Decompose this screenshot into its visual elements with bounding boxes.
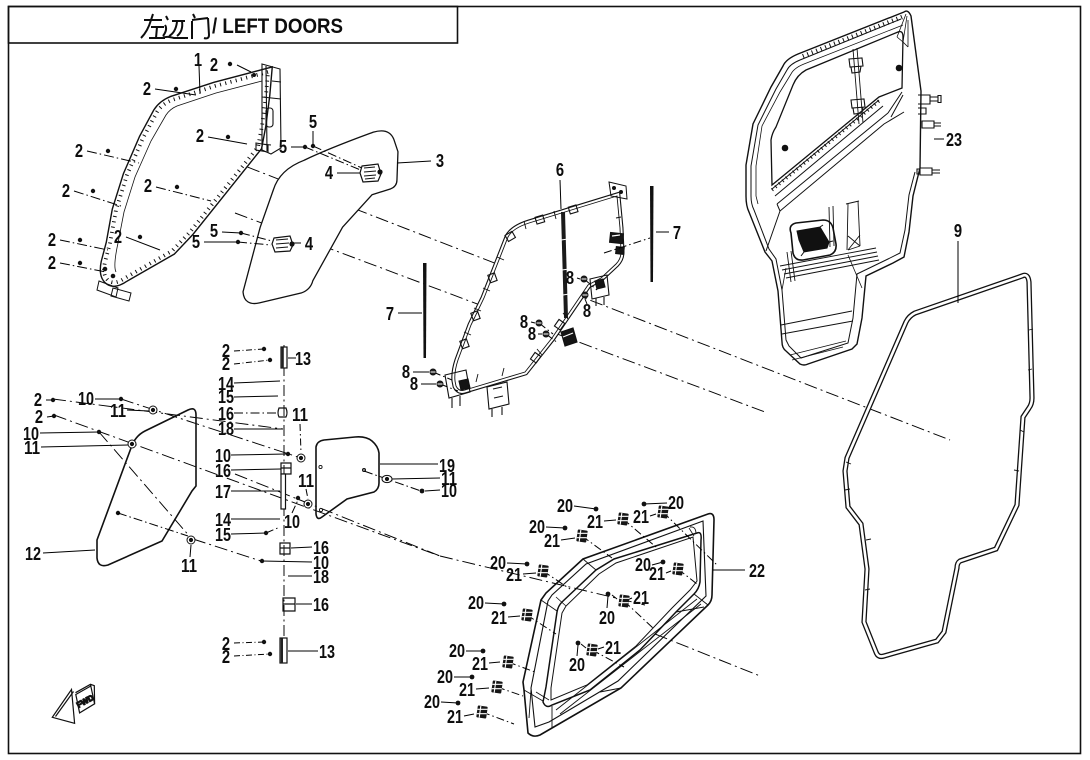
svg-text:10: 10	[23, 424, 39, 444]
svg-text:22: 22	[749, 561, 765, 581]
svg-text:21: 21	[472, 654, 488, 674]
svg-text:5: 5	[210, 221, 218, 241]
svg-text:13: 13	[319, 642, 335, 662]
svg-text:2: 2	[48, 230, 56, 250]
svg-text:5: 5	[279, 137, 287, 157]
svg-text:2: 2	[35, 407, 43, 427]
svg-text:20: 20	[449, 641, 465, 661]
svg-text:19: 19	[439, 456, 455, 476]
svg-text:2: 2	[222, 354, 230, 374]
svg-text:1: 1	[194, 50, 202, 70]
svg-text:2: 2	[222, 341, 230, 361]
svg-text:18: 18	[313, 567, 329, 587]
svg-text:2: 2	[144, 176, 152, 196]
svg-text:21: 21	[491, 608, 507, 628]
svg-text:20: 20	[668, 493, 684, 513]
svg-text:14: 14	[218, 374, 234, 394]
svg-text:21: 21	[506, 565, 522, 585]
svg-text:9: 9	[954, 221, 962, 241]
svg-text:11: 11	[181, 556, 197, 576]
svg-text:23: 23	[946, 130, 962, 150]
svg-text:16: 16	[215, 461, 231, 481]
svg-text:7: 7	[386, 304, 394, 324]
svg-text:8: 8	[520, 312, 528, 332]
svg-text:21: 21	[587, 512, 603, 532]
svg-text:2: 2	[75, 141, 83, 161]
svg-text:15: 15	[218, 387, 234, 407]
svg-text:2: 2	[210, 55, 218, 75]
svg-text:5: 5	[309, 112, 317, 132]
svg-text:2: 2	[34, 390, 42, 410]
svg-text:3: 3	[436, 151, 444, 171]
svg-text:21: 21	[649, 564, 665, 584]
svg-text:12: 12	[25, 544, 41, 564]
svg-text:18: 18	[218, 419, 234, 439]
svg-text:20: 20	[424, 692, 440, 712]
svg-text:4: 4	[305, 234, 313, 254]
svg-text:16: 16	[313, 538, 329, 558]
svg-text:11: 11	[292, 405, 308, 425]
svg-text:8: 8	[402, 362, 410, 382]
svg-text:16: 16	[218, 404, 234, 424]
svg-text:20: 20	[437, 667, 453, 687]
svg-text:6: 6	[556, 160, 564, 180]
svg-text:20: 20	[468, 593, 484, 613]
svg-text:7: 7	[673, 223, 681, 243]
svg-text:20: 20	[635, 555, 651, 575]
svg-text:2: 2	[222, 647, 230, 667]
svg-text:8: 8	[566, 268, 574, 288]
svg-text:11: 11	[441, 469, 457, 489]
svg-text:5: 5	[192, 232, 200, 252]
svg-text:11: 11	[24, 438, 40, 458]
svg-text:2: 2	[114, 227, 122, 247]
svg-text:10: 10	[215, 446, 231, 466]
svg-text:21: 21	[459, 680, 475, 700]
svg-text:21: 21	[633, 507, 649, 527]
svg-text:11: 11	[110, 401, 126, 421]
svg-text:8: 8	[410, 374, 418, 394]
svg-text:21: 21	[447, 707, 463, 727]
svg-text:8: 8	[583, 301, 591, 321]
svg-text:4: 4	[325, 163, 333, 183]
svg-text:2: 2	[222, 634, 230, 654]
svg-text:20: 20	[557, 496, 573, 516]
svg-text:2: 2	[143, 79, 151, 99]
svg-text:17: 17	[215, 482, 231, 502]
svg-text:11: 11	[298, 471, 314, 491]
svg-text:10: 10	[284, 512, 300, 532]
svg-text:20: 20	[599, 608, 615, 628]
svg-text:21: 21	[633, 588, 649, 608]
svg-text:14: 14	[215, 510, 231, 530]
svg-text:16: 16	[313, 595, 329, 615]
svg-text:/ LEFT DOORS: / LEFT DOORS	[212, 15, 343, 38]
svg-text:10: 10	[313, 553, 329, 573]
svg-text:2: 2	[62, 181, 70, 201]
svg-text:20: 20	[490, 553, 506, 573]
svg-text:8: 8	[528, 324, 536, 344]
svg-text:21: 21	[605, 638, 621, 658]
svg-text:10: 10	[441, 481, 457, 501]
svg-text:10: 10	[78, 389, 94, 409]
svg-text:15: 15	[215, 525, 231, 545]
svg-text:2: 2	[48, 253, 56, 273]
svg-text:21: 21	[544, 531, 560, 551]
svg-text:20: 20	[569, 655, 585, 675]
svg-text:2: 2	[196, 126, 204, 146]
svg-text:20: 20	[529, 517, 545, 537]
svg-text:13: 13	[295, 349, 311, 369]
